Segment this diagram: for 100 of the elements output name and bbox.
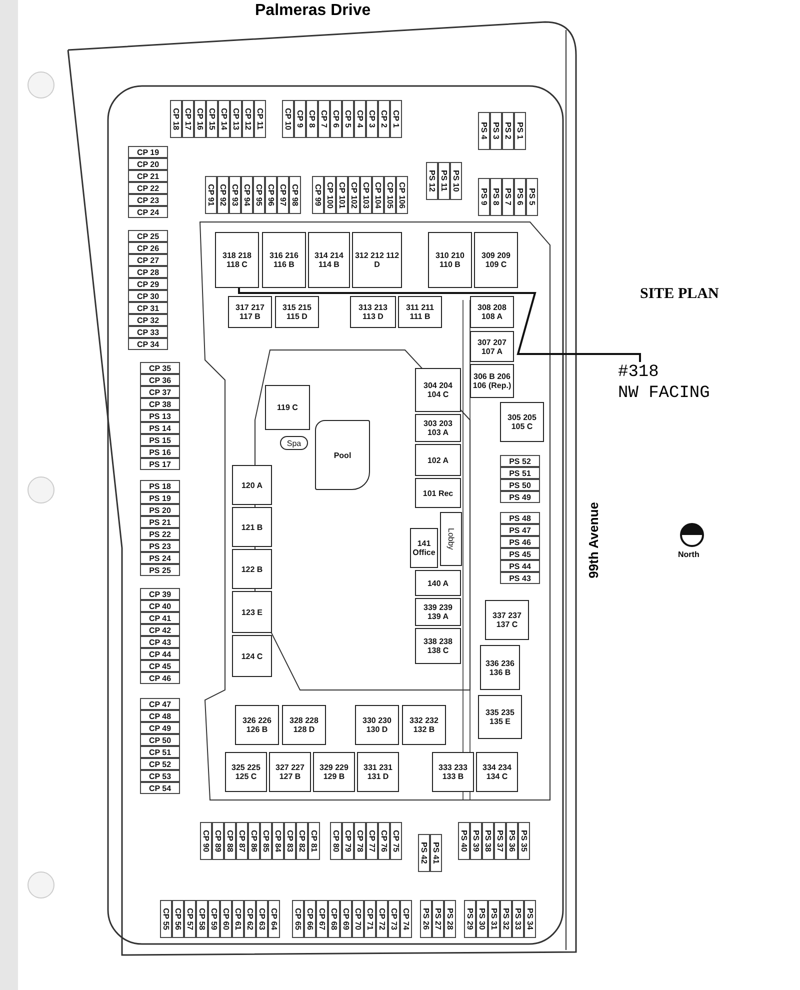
parking-space: CP 70 — [352, 900, 364, 938]
parking-space: CP 55 — [160, 900, 172, 938]
parking-space: CP 78 — [354, 822, 366, 860]
parking-space: CP 67 — [316, 900, 328, 938]
parking-space: CP 61 — [232, 900, 244, 938]
unit-box: 311 211 111 B — [398, 296, 442, 328]
parking-space: CP 44 — [140, 648, 180, 660]
leader-line — [238, 288, 641, 362]
unit-box: 325 225 125 C — [225, 752, 267, 792]
parking-space: CP 62 — [244, 900, 256, 938]
parking-space: CP 64 — [268, 900, 280, 938]
parking-space: CP 8 — [306, 100, 318, 138]
parking-space: CP 105 — [384, 176, 396, 214]
parking-space: CP 90 — [200, 822, 212, 860]
parking-space: CP 35 — [140, 362, 180, 374]
parking-space: PS 34 — [524, 900, 536, 938]
parking-space: PS 21 — [140, 516, 180, 528]
parking-space: PS 29 — [464, 900, 476, 938]
parking-space: CP 53 — [140, 770, 180, 782]
parking-space: CP 60 — [220, 900, 232, 938]
parking-space: CP 92 — [217, 176, 229, 214]
parking-space: CP 76 — [378, 822, 390, 860]
parking-space: CP 98 — [289, 176, 301, 214]
parking-space: CP 95 — [253, 176, 265, 214]
parking-space: PS 31 — [488, 900, 500, 938]
parking-space: CP 32 — [128, 314, 168, 326]
parking-space: CP 66 — [304, 900, 316, 938]
parking-space: PS 15 — [140, 434, 180, 446]
parking-space: CP 74 — [400, 900, 412, 938]
parking-space: CP 18 — [170, 100, 182, 138]
parking-space: CP 71 — [364, 900, 376, 938]
parking-space: CP 79 — [342, 822, 354, 860]
parking-space: CP 94 — [241, 176, 253, 214]
parking-space: PS 47 — [500, 524, 540, 536]
parking-space: PS 8 — [490, 178, 502, 216]
spa-area: Spa — [280, 436, 308, 450]
parking-space: CP 84 — [272, 822, 284, 860]
parking-space: CP 2 — [378, 100, 390, 138]
parking-space: PS 25 — [140, 564, 180, 576]
unit-box: 101 Rec — [415, 478, 461, 508]
parking-space: PS 5 — [526, 178, 538, 216]
unit-box: 328 228 128 D — [282, 705, 326, 745]
parking-space: PS 32 — [500, 900, 512, 938]
parking-space: CP 91 — [205, 176, 217, 214]
parking-space: CP 104 — [372, 176, 384, 214]
parking-space: CP 20 — [128, 158, 168, 170]
unit-box: 313 213 113 D — [350, 296, 396, 328]
parking-space: CP 59 — [208, 900, 220, 938]
parking-space: CP 56 — [172, 900, 184, 938]
parking-space: CP 40 — [140, 600, 180, 612]
parking-space: CP 93 — [229, 176, 241, 214]
unit-box: 119 C — [265, 385, 310, 430]
parking-space: CP 17 — [182, 100, 194, 138]
parking-space: CP 102 — [348, 176, 360, 214]
unit-box: 335 235 135 E — [478, 695, 522, 739]
parking-space: CP 46 — [140, 672, 180, 684]
unit-box: 102 A — [415, 444, 461, 476]
parking-space: CP 38 — [140, 398, 180, 410]
parking-space: CP 1 — [390, 100, 402, 138]
unit-box: 327 227 127 B — [269, 752, 311, 792]
parking-space: CP 77 — [366, 822, 378, 860]
parking-space: CP 83 — [284, 822, 296, 860]
parking-space: PS 36 — [506, 822, 518, 860]
parking-space: CP 16 — [194, 100, 206, 138]
unit-box: 124 C — [232, 635, 272, 677]
parking-space: CP 42 — [140, 624, 180, 636]
parking-space: CP 82 — [296, 822, 308, 860]
parking-space: CP 6 — [330, 100, 342, 138]
unit-box: 309 209 109 C — [474, 232, 518, 288]
street-name: Palmeras Drive — [255, 2, 371, 20]
unit-box: 330 230 130 D — [355, 705, 399, 745]
parking-space: PS 1 — [514, 112, 526, 150]
unit-box: 304 204 104 C — [415, 368, 461, 412]
parking-space: PS 12 — [426, 162, 438, 200]
unit-box: 331 231 131 D — [357, 752, 399, 792]
parking-space: PS 19 — [140, 492, 180, 504]
parking-space: CP 101 — [336, 176, 348, 214]
unit-box: 336 236 136 B — [480, 645, 520, 690]
parking-space: PS 10 — [450, 162, 462, 200]
parking-space: CP 72 — [376, 900, 388, 938]
parking-space: PS 33 — [512, 900, 524, 938]
parking-space: PS 52 — [500, 455, 540, 467]
parking-space: CP 52 — [140, 758, 180, 770]
parking-space: CP 106 — [396, 176, 408, 214]
parking-space: CP 96 — [265, 176, 277, 214]
parking-space: CP 85 — [260, 822, 272, 860]
parking-space: CP 19 — [128, 146, 168, 158]
parking-space: CP 45 — [140, 660, 180, 672]
parking-space: CP 37 — [140, 386, 180, 398]
parking-space: PS 43 — [500, 572, 540, 584]
parking-space: PS 3 — [490, 112, 502, 150]
unit-box: 140 A — [415, 570, 461, 596]
parking-space: PS 22 — [140, 528, 180, 540]
parking-space: CP 29 — [128, 278, 168, 290]
parking-space: CP 10 — [282, 100, 294, 138]
parking-space: CP 33 — [128, 326, 168, 338]
parking-space: PS 51 — [500, 467, 540, 479]
parking-space: PS 46 — [500, 536, 540, 548]
unit-box: 337 237 137 C — [485, 600, 529, 640]
parking-space: PS 17 — [140, 458, 180, 470]
